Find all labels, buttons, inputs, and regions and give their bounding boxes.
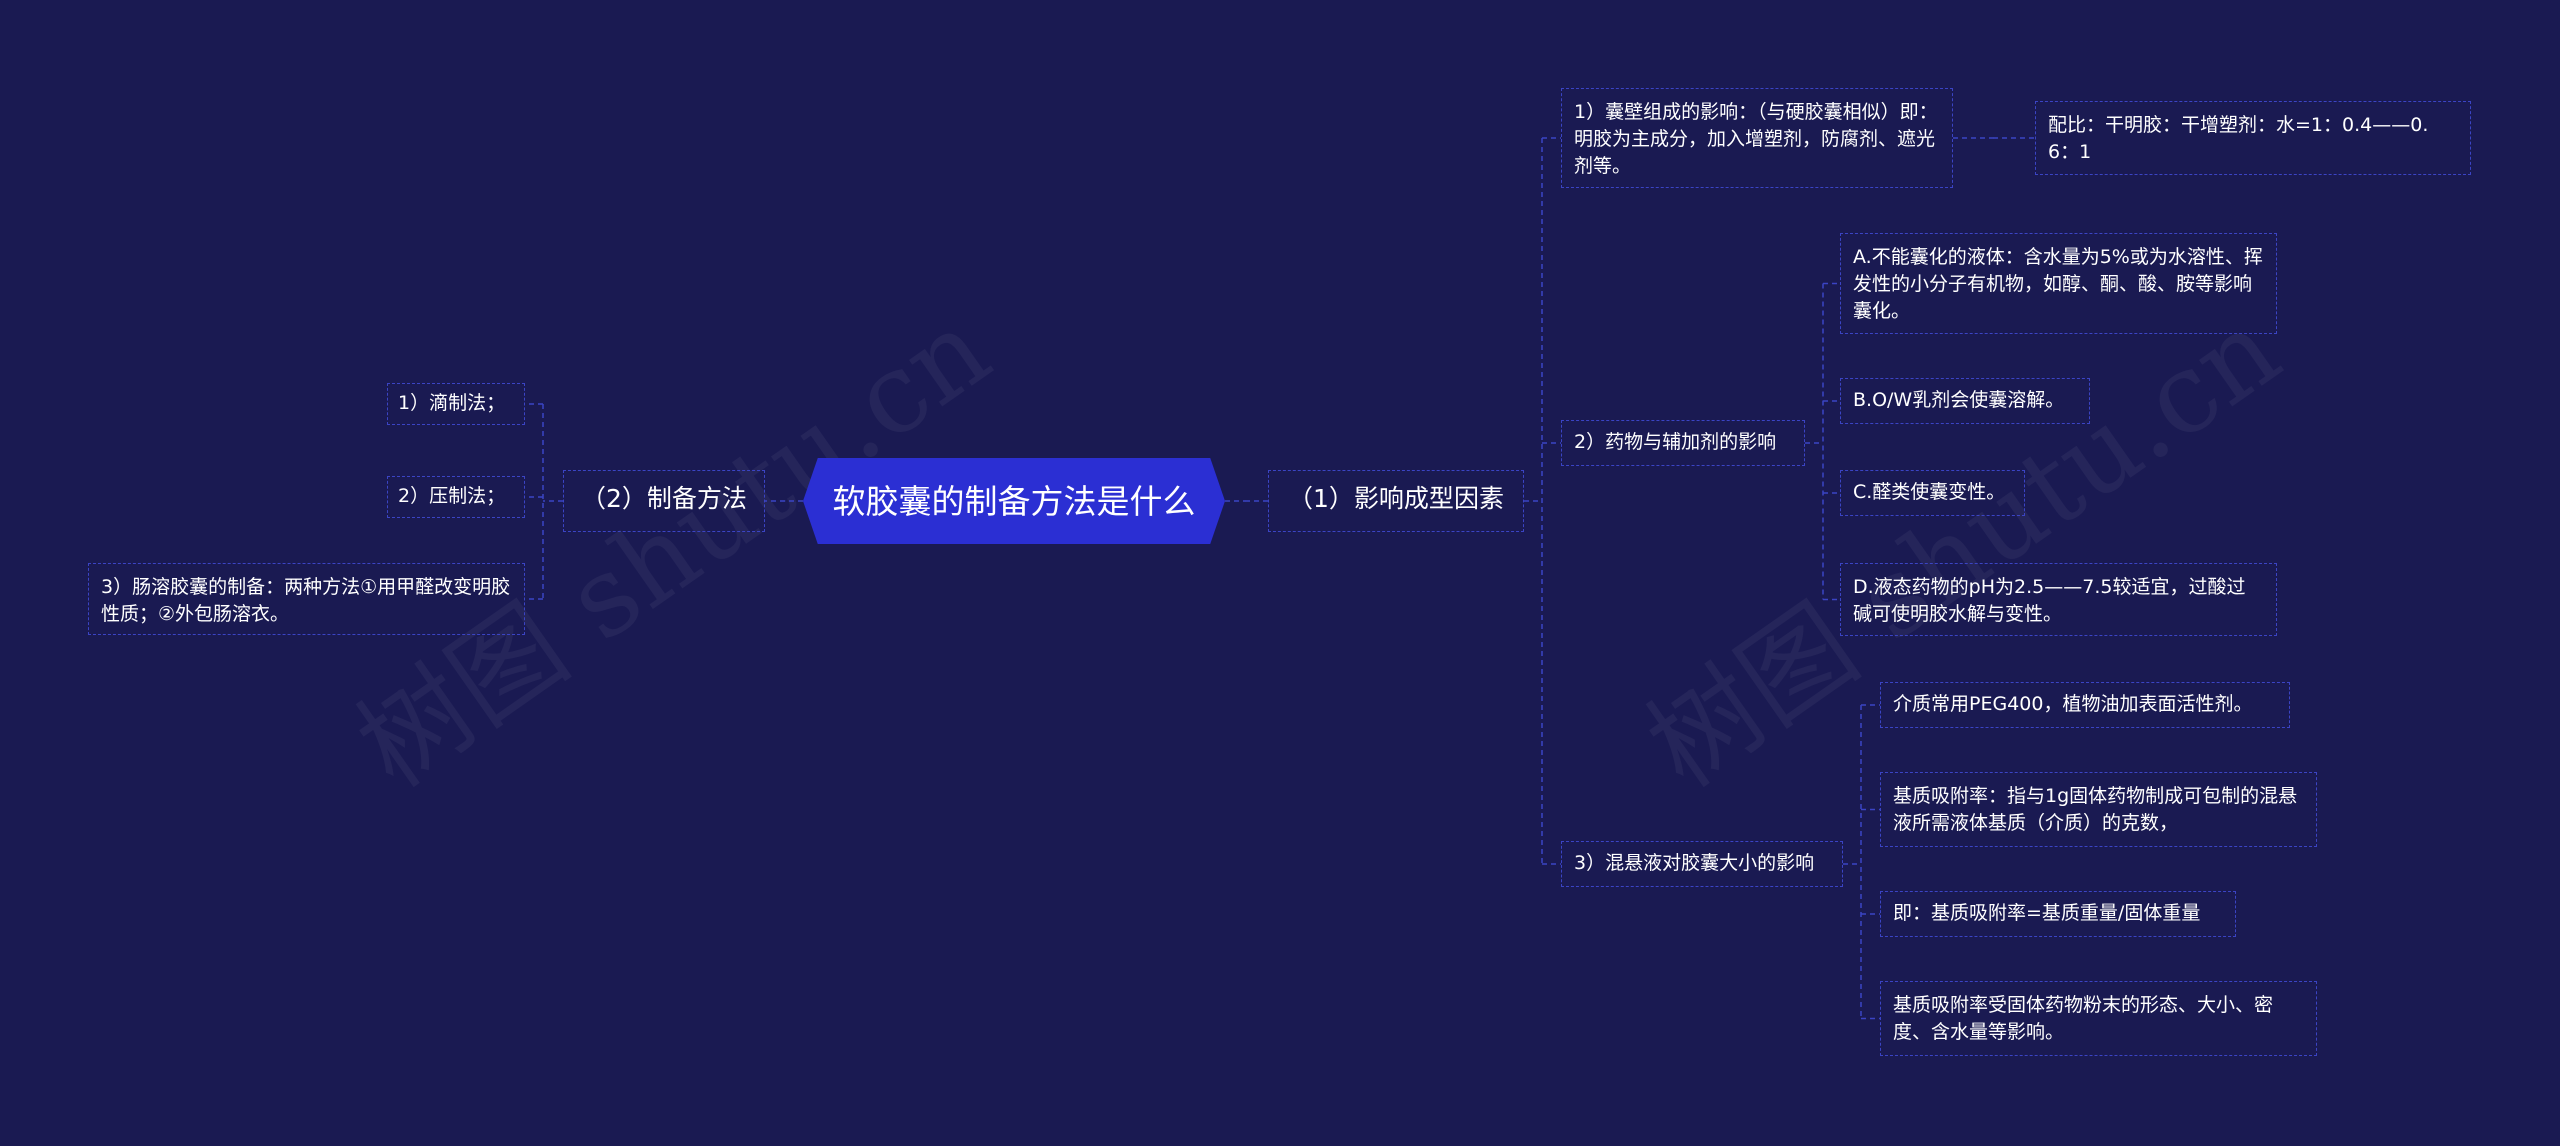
- leaf-pressing-method[interactable]: 2）压制法；: [387, 476, 525, 518]
- leaf-enteric-capsule[interactable]: 3）肠溶胶囊的制备：两种方法①用甲醛改变明胶性质；②外包肠溶衣。: [88, 563, 525, 635]
- branch-influencing-factors[interactable]: （1）影响成型因素: [1268, 470, 1524, 532]
- detail-ratio[interactable]: 配比：干明胶：干增塑剂：水=1：0.4——0.6：1: [2035, 101, 2471, 175]
- factor-suspension-size[interactable]: 3）混悬液对胶囊大小的影响: [1561, 841, 1843, 887]
- detail-adsorption-factors[interactable]: 基质吸附率受固体药物粉末的形态、大小、密度、含水量等影响。: [1880, 981, 2317, 1056]
- factor-drug-additives[interactable]: 2）药物与辅加剂的影响: [1561, 420, 1805, 466]
- detail-ph-range[interactable]: D.液态药物的pH为2.5——7.5较适宜，过酸过碱可使明胶水解与变性。: [1840, 563, 2277, 636]
- root-topic[interactable]: 软胶囊的制备方法是什么: [803, 458, 1225, 544]
- branch-preparation-methods[interactable]: （2）制备方法: [563, 470, 765, 532]
- leaf-dropping-method[interactable]: 1）滴制法；: [387, 383, 525, 425]
- factor-shell-composition[interactable]: 1）囊壁组成的影响：（与硬胶囊相似）即：明胶为主成分，加入增塑剂，防腐剂、遮光剂…: [1561, 88, 1953, 188]
- detail-aldehydes[interactable]: C.醛类使囊变性。: [1840, 470, 2025, 516]
- detail-adsorption-formula[interactable]: 即：基质吸附率=基质重量/固体重量: [1880, 891, 2236, 937]
- detail-liquid-not-encapsulable[interactable]: A.不能囊化的液体：含水量为5%或为水溶性、挥发性的小分子有机物，如醇、酮、酸、…: [1840, 233, 2277, 334]
- detail-medium[interactable]: 介质常用PEG400，植物油加表面活性剂。: [1880, 682, 2290, 728]
- detail-adsorption-definition[interactable]: 基质吸附率：指与1g固体药物制成可包制的混悬液所需液体基质（介质）的克数，: [1880, 772, 2317, 847]
- detail-ow-emulsion[interactable]: B.O/W乳剂会使囊溶解。: [1840, 378, 2090, 424]
